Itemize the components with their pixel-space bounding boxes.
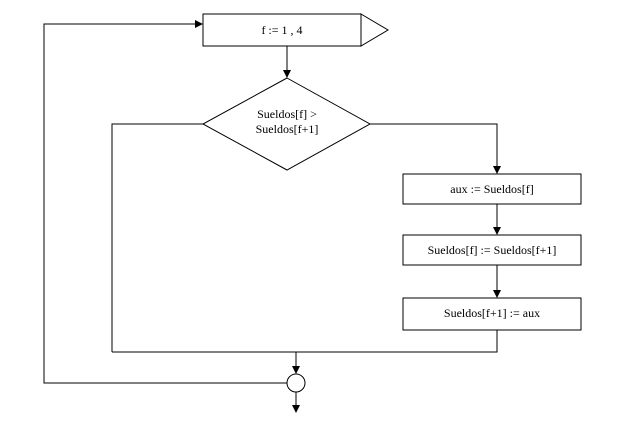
step1-label: aux := Sueldos[f] <box>450 182 533 196</box>
arrow-into-loop-node <box>292 366 300 374</box>
decision-label-line2: Sueldos[f+1] <box>256 122 319 136</box>
decision-label-line1: Sueldos[f] > <box>257 107 317 121</box>
connector-true-merge <box>112 330 498 353</box>
loop-label: f := 1 , 4 <box>261 23 302 37</box>
connector-false-branch <box>111 123 203 352</box>
loop-box <box>202 13 362 47</box>
step2-box <box>402 234 582 266</box>
arrow-into-loop-header <box>195 20 203 28</box>
arrow-into-step3 <box>493 290 501 298</box>
connector-true-branch <box>370 123 498 166</box>
arrow-into-step1 <box>493 166 501 174</box>
step3-box <box>402 297 582 331</box>
connector-loop-back <box>43 23 287 384</box>
decision: Sueldos[f] > Sueldos[f+1] <box>201 77 372 171</box>
arrow-exit <box>292 405 300 413</box>
step3-label: Sueldos[f+1] := aux <box>444 306 540 320</box>
step3: Sueldos[f+1] := aux <box>402 297 582 331</box>
step2: Sueldos[f] := Sueldos[f+1] <box>402 234 582 266</box>
step1: aux := Sueldos[f] <box>402 173 582 205</box>
decision-diamond <box>201 77 372 171</box>
arrow-into-decision <box>283 70 291 78</box>
arrow-into-step2 <box>493 227 501 235</box>
loop-end-node <box>286 373 306 393</box>
step2-label: Sueldos[f] := Sueldos[f+1] <box>428 243 557 257</box>
loop-flag <box>360 13 389 47</box>
loop-header: f := 1 , 4 <box>202 13 389 47</box>
step1-box <box>402 173 582 205</box>
